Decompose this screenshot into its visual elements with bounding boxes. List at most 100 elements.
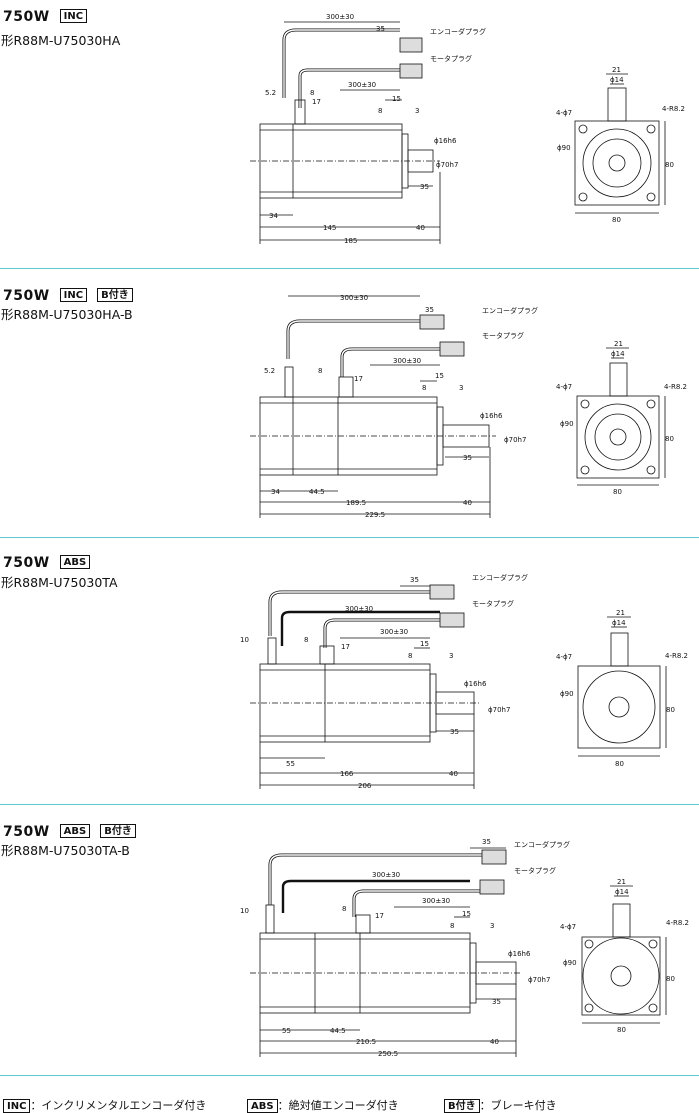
dim-229-5: 229.5 bbox=[365, 511, 385, 519]
dim-15: 15 bbox=[435, 372, 444, 380]
flange-pcd: ϕ90 bbox=[560, 420, 574, 428]
model-number: 形R88M-U75030HA-B bbox=[1, 307, 133, 322]
separator bbox=[0, 1075, 699, 1076]
flange-radius: 4-R8.2 bbox=[662, 105, 685, 113]
cable-length-label: 300±30 bbox=[345, 605, 373, 613]
dim-166: 166 bbox=[340, 770, 354, 778]
inc-badge: INC bbox=[3, 1099, 31, 1113]
dim-55: 55 bbox=[286, 760, 295, 768]
cable-length-label: 300±30 bbox=[340, 294, 368, 302]
dim-15: 15 bbox=[392, 95, 401, 103]
dimension-drawing bbox=[250, 295, 666, 518]
dim-5-2: 5.2 bbox=[265, 89, 276, 97]
dim-3: 3 bbox=[449, 652, 453, 660]
dim-210-5: 210.5 bbox=[356, 1038, 376, 1046]
dim-206: 206 bbox=[358, 782, 372, 790]
shaft-dia: ϕ16h6 bbox=[508, 950, 531, 958]
flange-holes: 4-ϕ7 bbox=[560, 923, 576, 931]
power-rating: 750W bbox=[3, 555, 50, 571]
dim-8: 8 bbox=[310, 89, 314, 97]
dim-17: 17 bbox=[312, 98, 321, 106]
section-header: 750W ABS bbox=[3, 552, 91, 571]
dim-189-5: 189.5 bbox=[346, 499, 366, 507]
abs-badge: ABS bbox=[59, 824, 91, 838]
motor-cable-label: 300±30 bbox=[393, 357, 421, 365]
dim-10: 10 bbox=[240, 907, 249, 915]
dim-40: 40 bbox=[463, 499, 472, 507]
dim-35-shaft: 35 bbox=[420, 183, 429, 191]
dim-8: 8 bbox=[304, 636, 308, 644]
dim-35-top: 35 bbox=[410, 576, 419, 584]
shaft-dia: ϕ16h6 bbox=[434, 137, 457, 145]
dim-34: 34 bbox=[271, 488, 280, 496]
inc-badge: INC bbox=[59, 9, 88, 23]
dimension-drawing bbox=[250, 584, 667, 789]
flange-pcd: ϕ90 bbox=[560, 690, 574, 698]
model-number: 形R88M-U75030TA-B bbox=[1, 843, 130, 858]
brake-badge: B付き bbox=[100, 824, 136, 838]
flange-dia: ϕ70h7 bbox=[436, 161, 458, 169]
dim-8: 8 bbox=[318, 367, 322, 375]
cable-length-label: 300±30 bbox=[326, 13, 354, 21]
shaft-dia: ϕ16h6 bbox=[480, 412, 503, 420]
power-rating: 750W bbox=[3, 9, 50, 25]
separator bbox=[0, 537, 699, 538]
dimension-labels: 300±30 35 エンコーダプラグ モータプラグ 300±30 5.2 8 1… bbox=[264, 294, 687, 519]
legend-abs-text: ：絶対値エンコーダ付き bbox=[277, 1099, 399, 1112]
flange-80-h: 80 bbox=[613, 488, 622, 496]
flange-14: ϕ14 bbox=[612, 619, 626, 627]
flange-radius: 4-R8.2 bbox=[665, 652, 688, 660]
flange-dia: ϕ70h7 bbox=[528, 976, 550, 984]
dim-40: 40 bbox=[490, 1038, 499, 1046]
dimension-labels: 300±30 35 エンコーダプラグ モータプラグ 300±30 5.2 8 1… bbox=[265, 13, 685, 245]
motor-cable-label: 300±30 bbox=[348, 81, 376, 89]
flange-80-h: 80 bbox=[612, 216, 621, 224]
dim-35-shaft: 35 bbox=[463, 454, 472, 462]
dim-55: 55 bbox=[282, 1027, 291, 1035]
flange-14: ϕ14 bbox=[611, 350, 625, 358]
dim-17: 17 bbox=[341, 643, 350, 651]
flange-80-v: 80 bbox=[665, 435, 674, 443]
encoder-plug-label: エンコーダプラグ bbox=[472, 573, 528, 582]
flange-radius: 4-R8.2 bbox=[664, 383, 687, 391]
flange-21: 21 bbox=[616, 609, 625, 617]
dim-8b: 8 bbox=[408, 652, 412, 660]
dim-3: 3 bbox=[415, 107, 419, 115]
brake-badge: B付き bbox=[97, 288, 133, 302]
flange-21: 21 bbox=[614, 340, 623, 348]
dim-185: 185 bbox=[344, 237, 357, 245]
dim-44-5: 44.5 bbox=[309, 488, 325, 496]
flange-21: 21 bbox=[612, 66, 621, 74]
motor-plug-label: モータプラグ bbox=[482, 331, 524, 340]
brake-badge: B付き bbox=[444, 1099, 480, 1113]
motor-plug-label: モータプラグ bbox=[430, 54, 472, 63]
abs-badge: ABS bbox=[59, 555, 91, 569]
abs-badge: ABS bbox=[247, 1099, 278, 1113]
dim-35-top: 35 bbox=[482, 838, 491, 846]
power-rating: 750W bbox=[3, 288, 50, 304]
flange-14: ϕ14 bbox=[615, 888, 629, 896]
flange-80-v: 80 bbox=[666, 706, 675, 714]
section-u75030ha-b: 750W INC B付き 形R88M-U75030HA-B bbox=[0, 269, 699, 537]
dimension-labels: 35 エンコーダプラグ モータプラグ 300±30 300±30 10 8 17… bbox=[240, 838, 689, 1058]
motor-cable-label: 300±30 bbox=[380, 628, 408, 636]
dim-35-shaft: 35 bbox=[450, 728, 459, 736]
flange-80-v: 80 bbox=[665, 161, 674, 169]
separator bbox=[0, 804, 699, 805]
flange-pcd: ϕ90 bbox=[563, 959, 577, 967]
dim-34: 34 bbox=[269, 212, 278, 220]
cable-length-label: 300±30 bbox=[372, 871, 400, 879]
dim-15: 15 bbox=[420, 640, 429, 648]
motor-plug-label: モータプラグ bbox=[514, 866, 556, 875]
dim-10: 10 bbox=[240, 636, 249, 644]
dim-40: 40 bbox=[416, 224, 425, 232]
dim-8b: 8 bbox=[378, 107, 382, 115]
motor-plug-label: モータプラグ bbox=[472, 599, 514, 608]
flange-21: 21 bbox=[617, 878, 626, 886]
dim-35-top: 35 bbox=[376, 25, 385, 33]
inc-badge: INC bbox=[59, 288, 88, 302]
flange-80-v: 80 bbox=[666, 975, 675, 983]
